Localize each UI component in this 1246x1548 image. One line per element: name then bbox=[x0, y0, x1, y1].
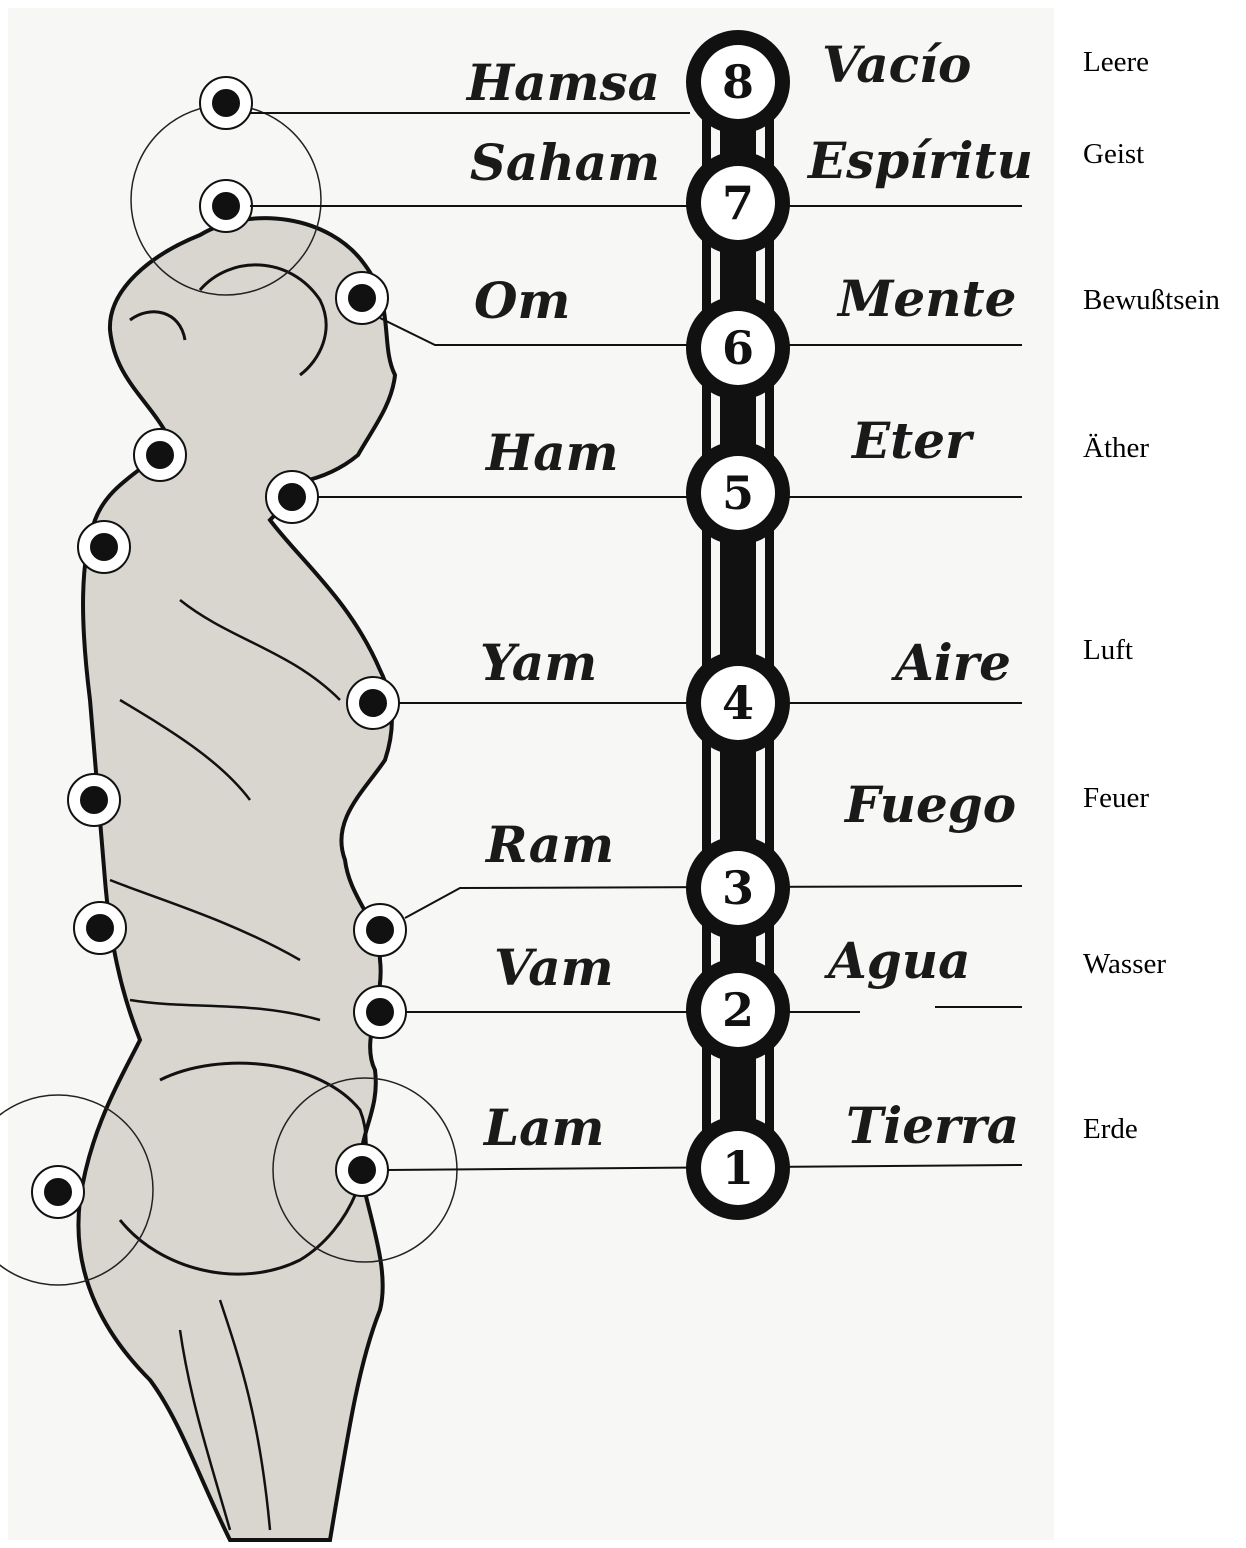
energy-point bbox=[78, 521, 130, 573]
mantra-label: Hamsa bbox=[465, 53, 660, 112]
chakra-circle-6: 6 bbox=[686, 296, 790, 400]
german-gloss: Erde bbox=[1083, 1113, 1138, 1146]
energy-point bbox=[266, 471, 318, 523]
chakra-circle-2: 2 bbox=[686, 958, 790, 1062]
mantra-label: Lam bbox=[482, 1098, 604, 1157]
element-label: Mente bbox=[836, 269, 1016, 328]
mantra-label: Ram bbox=[484, 815, 614, 874]
svg-text:8: 8 bbox=[722, 55, 754, 109]
svg-text:4: 4 bbox=[722, 676, 754, 730]
mantra-label: Saham bbox=[470, 133, 660, 192]
chakra-circle-5: 5 bbox=[686, 441, 790, 545]
svg-text:2: 2 bbox=[722, 983, 754, 1037]
german-gloss: Geist bbox=[1083, 138, 1144, 171]
svg-text:3: 3 bbox=[722, 861, 754, 915]
mantra-label: Om bbox=[474, 271, 570, 330]
mantra-label: Ham bbox=[484, 423, 619, 482]
german-gloss: Bewußtsein bbox=[1083, 284, 1220, 317]
energy-point bbox=[68, 774, 120, 826]
element-label: Tierra bbox=[846, 1096, 1019, 1155]
energy-point bbox=[354, 904, 406, 956]
anatomical-figure bbox=[78, 218, 395, 1540]
element-label: Agua bbox=[824, 931, 971, 990]
energy-point bbox=[354, 986, 406, 1038]
svg-text:6: 6 bbox=[722, 321, 754, 375]
energy-point bbox=[134, 429, 186, 481]
svg-text:7: 7 bbox=[722, 176, 754, 230]
chakra-circle-1: 1 bbox=[686, 1116, 790, 1220]
energy-point bbox=[336, 1144, 388, 1196]
energy-point bbox=[200, 77, 252, 129]
element-label: Aire bbox=[891, 633, 1011, 692]
energy-point bbox=[32, 1166, 84, 1218]
chakra-circle-7: 7 bbox=[686, 151, 790, 255]
chakra-circle-8: 8 bbox=[686, 30, 790, 134]
german-gloss: Feuer bbox=[1083, 782, 1149, 815]
german-gloss: Wasser bbox=[1083, 948, 1166, 981]
chakra-circle-3: 3 bbox=[686, 836, 790, 940]
energy-point bbox=[74, 902, 126, 954]
mantra-label: Vam bbox=[494, 938, 614, 997]
energy-point bbox=[336, 272, 388, 324]
element-label: Fuego bbox=[843, 775, 1016, 834]
element-label: Eter bbox=[850, 411, 975, 470]
german-gloss: Äther bbox=[1083, 432, 1149, 465]
chakra-circle-4: 4 bbox=[686, 651, 790, 755]
energy-point bbox=[347, 677, 399, 729]
element-label: Vacío bbox=[822, 35, 971, 94]
svg-text:5: 5 bbox=[722, 466, 754, 520]
german-gloss: Luft bbox=[1083, 634, 1133, 667]
element-label: Espíritu bbox=[806, 131, 1033, 190]
energy-point bbox=[200, 180, 252, 232]
mantra-label: Yam bbox=[480, 633, 597, 692]
german-gloss: Leere bbox=[1083, 46, 1149, 79]
svg-text:1: 1 bbox=[722, 1141, 754, 1195]
